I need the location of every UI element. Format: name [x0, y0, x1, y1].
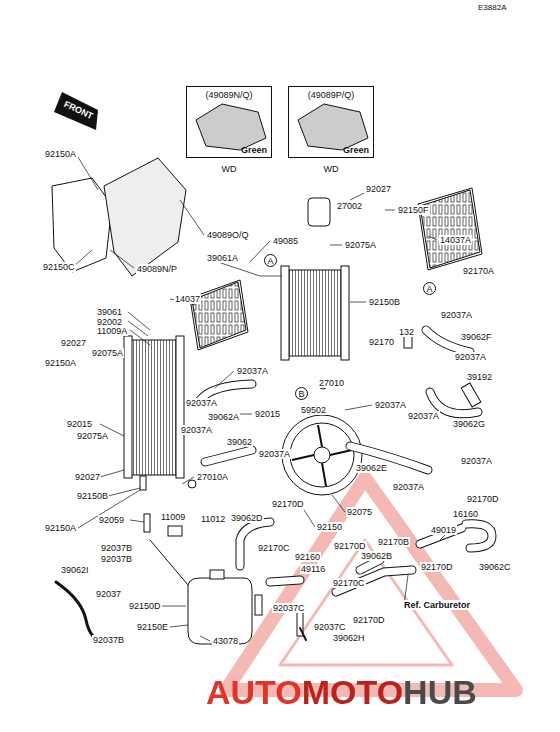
callout-number: 92037A — [180, 425, 213, 435]
callout-number: 39062A — [207, 412, 240, 422]
callout-number: 27002 — [336, 201, 363, 211]
callout-number: 49116 — [300, 564, 326, 574]
callout-number: 92037A — [185, 398, 218, 408]
callout-number: 92150F — [397, 205, 430, 215]
callout-number: 92170D — [271, 499, 305, 509]
callout-number: 92170B — [377, 537, 410, 547]
callout-number: 92037A — [374, 400, 407, 410]
callout-number: 92037B — [100, 543, 133, 553]
callout-number: 92059 — [98, 515, 125, 525]
callout-number: 92015 — [66, 419, 93, 429]
front-tag — [54, 92, 98, 130]
callout-number: 92037C — [272, 603, 306, 613]
callout-number: 92037A — [258, 449, 291, 459]
callout-number: 92037B — [92, 635, 125, 645]
watermark: AUTOMOTOHUB — [205, 672, 478, 712]
callout-number: 92150A — [44, 523, 77, 533]
color-note: Green — [343, 145, 369, 155]
callout-number: 14037 — [174, 294, 201, 304]
callout-number: 92170D — [466, 494, 500, 504]
callout-number: 11012 — [200, 514, 226, 524]
callout-number: 39062G — [452, 419, 486, 429]
callout-number: 11009 — [160, 512, 186, 522]
callout-number: 39062D — [230, 513, 264, 523]
callout-number: 39061 — [96, 307, 123, 317]
callout-number: 92150B — [368, 297, 401, 307]
callout-number: 92015 — [254, 409, 281, 419]
callout-number: 92037A — [454, 352, 487, 362]
callout-number: 92170A — [462, 266, 495, 276]
inset-box: (49089N/Q)GreenWD — [186, 86, 272, 158]
callout-number: 92170D — [352, 615, 386, 625]
callout-number: 11009A — [96, 326, 128, 336]
callout-number: 43078 — [212, 636, 239, 646]
callout-number: 92150A — [44, 358, 77, 368]
callout-number: 39062I — [60, 565, 90, 575]
callout-number: 92170C — [332, 578, 366, 588]
callout-number: 39061A — [206, 253, 239, 263]
reference-circle: A — [423, 282, 436, 295]
callout-number: 27010 — [318, 378, 345, 388]
inset-box: (49089P/Q)GreenWD — [288, 86, 374, 158]
callout-number: 92037A — [460, 456, 493, 466]
callout-number: 92170D — [420, 562, 454, 572]
leader-lines — [74, 157, 450, 641]
callout-number: 92037A — [236, 366, 269, 376]
callout-number: 92170 — [368, 337, 395, 347]
callout-number: 59502 — [300, 405, 327, 415]
callout-number: 92037C — [313, 622, 347, 632]
callout-number: 92075A — [76, 431, 109, 441]
callout-number: 92150B — [76, 491, 109, 501]
callout-number: 27010A — [196, 472, 229, 482]
callout-number: 39062E — [355, 463, 388, 473]
callout-number: 92170C — [257, 543, 291, 553]
watermark-triangle — [226, 478, 516, 690]
variant-label: (49089N/Q) — [205, 90, 252, 100]
callout-number: 92037A — [407, 411, 440, 421]
reference-note: Ref. Carburetor — [403, 600, 471, 610]
callout-number: 92150C — [42, 262, 76, 272]
callout-number: 39062B — [360, 551, 393, 561]
callout-number: 39062H — [332, 633, 366, 643]
callout-number: 49019 — [430, 525, 457, 535]
drawing-code: E3882A — [477, 3, 507, 13]
callout-number: 92075A — [91, 348, 124, 358]
callout-number: 92150A — [44, 149, 77, 159]
model-note: WD — [324, 164, 339, 174]
callout-number: 39062 — [226, 437, 253, 447]
callout-number: 92150E — [136, 622, 169, 632]
callout-number: 92037B — [100, 554, 133, 564]
callout-number: 14037A — [439, 235, 472, 245]
reference-circle: A — [264, 254, 277, 267]
variant-label: (49089P/Q) — [308, 90, 355, 100]
reference-letter: A — [426, 284, 432, 294]
color-note: Green — [241, 145, 267, 155]
callout-number: 39062C — [478, 562, 512, 572]
callout-number: 92160 — [294, 552, 321, 562]
callout-number: 49085 — [272, 236, 299, 246]
callout-number: 16160 — [452, 509, 479, 519]
callout-number: 39192 — [466, 372, 493, 382]
model-note: WD — [222, 164, 237, 174]
callout-number: 92075A — [344, 240, 377, 250]
callout-number: 92150D — [128, 601, 162, 611]
callout-number: 39062F — [460, 332, 493, 342]
callout-number: 92075 — [346, 507, 373, 517]
callout-number: 92170D — [333, 541, 367, 551]
callout-number: 49089O/Q — [206, 230, 250, 240]
callout-number: 92037A — [392, 482, 425, 492]
callout-number: 92027 — [365, 184, 392, 194]
callout-number: 92150 — [316, 522, 343, 532]
callout-number: 132 — [398, 327, 415, 337]
reference-circle: B — [295, 387, 308, 400]
reference-letter: B — [298, 389, 304, 399]
callout-number: 49089N/P — [136, 264, 178, 274]
reference-letter: A — [267, 256, 273, 266]
callout-number: 92037A — [440, 310, 473, 320]
callout-number: 92037 — [95, 589, 122, 599]
callout-number: 92027 — [74, 472, 101, 482]
callout-number: 92027 — [60, 338, 87, 348]
